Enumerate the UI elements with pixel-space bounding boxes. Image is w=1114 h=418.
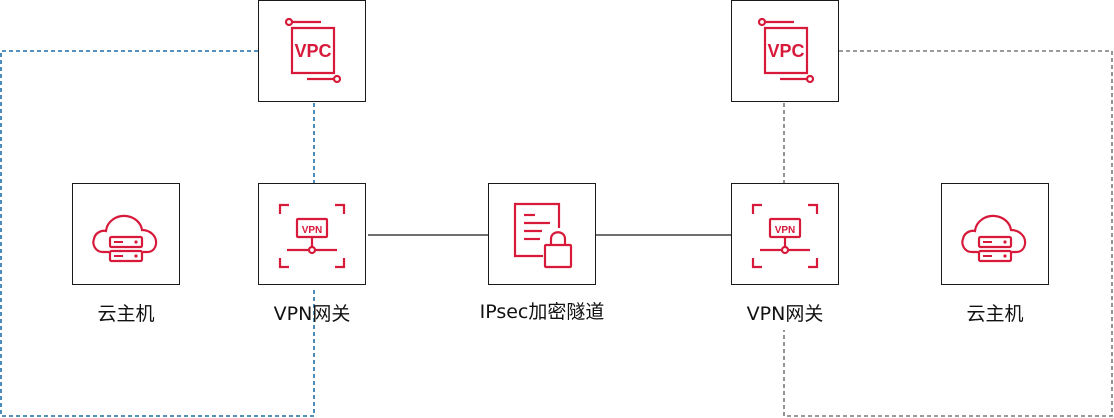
vpc-node-right: VPC: [731, 0, 839, 102]
vpc-icon: VPC: [284, 17, 342, 84]
cloud-host-node-right: [941, 183, 1049, 285]
vpc-node-left: VPC: [258, 0, 366, 102]
vpn-gateway-icon: VPN: [751, 203, 819, 269]
ipsec-tunnel-label: IPsec加密隧道: [479, 301, 605, 323]
ipsec-tunnel-node: [488, 183, 596, 285]
vpn-icon-text: VPN: [775, 225, 796, 236]
document-lock-icon: [513, 202, 573, 269]
cloud-host-node-left: [72, 183, 180, 285]
vpc-icon-text: VPC: [294, 41, 331, 61]
vpn-gateway-node-right: VPN: [731, 183, 839, 285]
vpn-gateway-label-right: VPN网关: [746, 303, 824, 325]
cloud-host-label-left: 云主机: [97, 303, 155, 325]
left-vpc-region-border: [0, 50, 315, 417]
vpc-icon-text: VPC: [767, 41, 804, 61]
vpn-gateway-icon: VPN: [278, 203, 346, 269]
cloud-server-icon: [961, 214, 1027, 263]
vpn-icon-text: VPN: [302, 225, 323, 236]
cloud-server-icon: [92, 214, 158, 263]
vpn-gateway-label-left: VPN网关: [273, 303, 351, 325]
vpc-icon: VPC: [757, 17, 815, 84]
cloud-host-label-right: 云主机: [966, 303, 1024, 325]
right-vpc-region-border: [783, 50, 1113, 417]
vpn-gateway-node-left: VPN: [258, 183, 366, 285]
